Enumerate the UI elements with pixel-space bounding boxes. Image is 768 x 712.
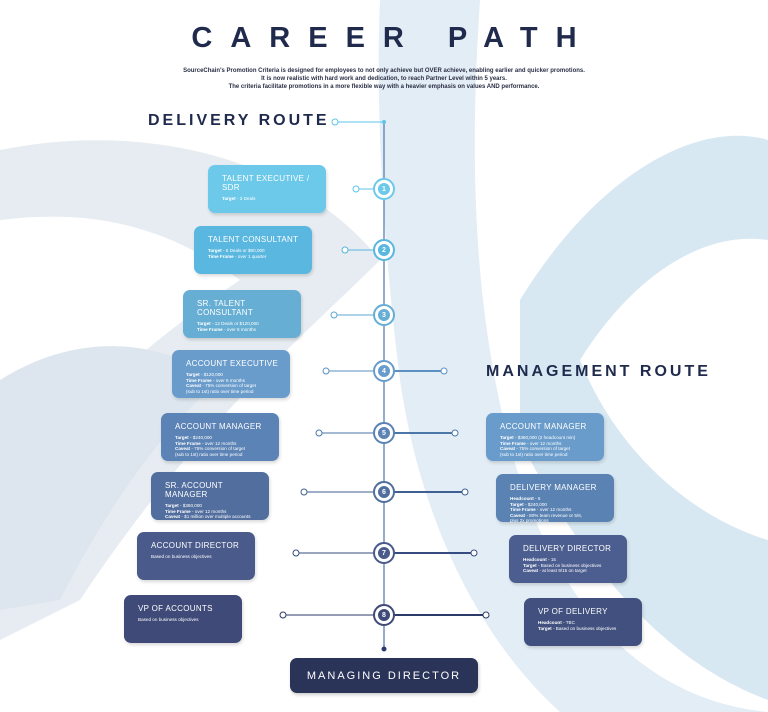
step-number: 5 xyxy=(377,426,391,440)
step-node-6: 6 xyxy=(373,481,395,503)
top-connector-dot xyxy=(331,118,339,126)
card-detail-line: Based on business objectives xyxy=(151,554,212,559)
branch-left-dot-6 xyxy=(300,488,308,496)
delivery-card-1: TALENT EXECUTIVE / SDR Target - 3 Deals xyxy=(208,165,326,213)
branch-left-dot-3 xyxy=(330,311,338,319)
card-detail-line: Time Frame - over 12 months xyxy=(500,440,562,446)
branch-left-dot-2 xyxy=(341,246,349,254)
card-detail-line: Caveat - 75% conversion of target xyxy=(500,446,570,452)
card-detail-line: (sub to 1st) ratio over time period xyxy=(500,451,568,457)
intro-line-3: The criteria facilitate promotions in a … xyxy=(228,84,540,90)
step-number: 1 xyxy=(377,182,391,196)
intro-line-2: It is now realistic with hard work and d… xyxy=(261,76,507,82)
card-detail-line: Target - 6 Deals or $60,000 xyxy=(208,248,265,253)
branch-right-dot-5 xyxy=(451,429,459,437)
card-detail-line: Time Frame - over 6 months xyxy=(186,377,245,383)
spine-bottom-dot xyxy=(381,646,387,652)
branch-left-dot-8 xyxy=(279,611,287,619)
card-detail-line: Caveat - 80% team revenue or 5/6, xyxy=(510,512,583,518)
management-route-label: MANAGEMENT ROUTE xyxy=(486,363,711,380)
branch-right-dot-8 xyxy=(482,611,490,619)
card-detail-line: (sub to 1st) ratio over time period xyxy=(175,451,243,457)
page-title: CAREER PATH xyxy=(191,22,595,54)
delivery-card-2: TALENT CONSULTANT Target - 6 Deals or $60… xyxy=(194,226,312,274)
branch-left-dot-1 xyxy=(352,185,360,193)
step-number: 2 xyxy=(377,243,391,257)
branch-left-dot-5 xyxy=(315,429,323,437)
card-detail-line: Target - Based on business objectives xyxy=(538,625,617,631)
step-node-4: 4 xyxy=(373,360,395,382)
step-node-2: 2 xyxy=(373,239,395,261)
step-number: 8 xyxy=(377,608,391,622)
management-card-1: ACCOUNT MANAGER Target - $360,000 (2 head… xyxy=(486,413,604,461)
card-detail-line: Headcount - 6 xyxy=(510,496,541,501)
card-detail-line: Target - Based on business objectives xyxy=(523,562,602,568)
delivery-card-7: ACCOUNT DIRECTOR Based on business object… xyxy=(137,532,255,580)
card-detail-line: Caveat - $1 million over multiple accoun… xyxy=(165,514,251,520)
delivery-route-label: DELIVERY ROUTE xyxy=(148,112,330,129)
card-detail-line: Target - $360,000 (2 headcount min) xyxy=(500,435,576,440)
card-detail-line: Time Frame - over 12 months xyxy=(510,507,572,513)
delivery-card-8: VP OF ACCOUNTS Based on business objectiv… xyxy=(124,595,242,643)
step-node-7: 7 xyxy=(373,542,395,564)
branch-right-dot-6 xyxy=(461,488,469,496)
card-title: SR. ACCOUNT MANAGER xyxy=(165,481,223,499)
card-title: ACCOUNT EXECUTIVE xyxy=(186,359,279,368)
card-title: ACCOUNT DIRECTOR xyxy=(151,541,240,550)
card-title: TALENT EXECUTIVE / SDR xyxy=(222,174,310,192)
card-title: ACCOUNT MANAGER xyxy=(175,422,262,431)
branch-left-dot-7 xyxy=(292,549,300,557)
branch-left-dot-4 xyxy=(322,367,330,375)
card-title: DELIVERY DIRECTOR xyxy=(523,544,612,553)
card-detail-line: Caveat - 75% conversion of target xyxy=(186,383,256,389)
card-detail-line: Caveat - at least 9/15 on target xyxy=(523,568,587,574)
card-detail-line: Target - 12 Deals or $120,000 xyxy=(197,321,259,326)
card-detail-line: Target - $240,000 xyxy=(510,501,547,507)
step-node-5: 5 xyxy=(373,422,395,444)
card-title: VP OF ACCOUNTS xyxy=(138,604,213,613)
card-detail-line: Time Frame - over 12 months xyxy=(175,440,237,446)
managing-director-box: MANAGING DIRECTOR xyxy=(290,658,478,693)
card-title: ACCOUNT MANAGER xyxy=(500,422,587,431)
delivery-card-3: SR. TALENT CONSULTANT Target - 12 Deals o… xyxy=(183,290,301,338)
card-detail-line: Based on business objectives xyxy=(138,617,199,622)
step-number: 3 xyxy=(377,308,391,322)
card-detail-line: Target - $120,000 xyxy=(186,372,223,377)
card-detail-line: Headcount - TBC xyxy=(538,620,575,625)
step-node-3: 3 xyxy=(373,304,395,326)
intro-line-1: SourceChain's Promotion Criteria is desi… xyxy=(183,68,585,74)
branch-right-dot-7 xyxy=(470,549,478,557)
card-detail-line: Time Frame - over 6 months xyxy=(197,326,256,332)
card-detail-line: (sub to 1st) ratio over time period xyxy=(186,388,254,394)
card-detail-line: Target - $240,000 xyxy=(175,435,212,440)
card-title: VP OF DELIVERY xyxy=(538,607,608,616)
step-number: 6 xyxy=(377,485,391,499)
spine-top-dot xyxy=(382,120,386,124)
card-detail-line: Time Frame - over 12 months xyxy=(165,508,227,514)
step-node-8: 8 xyxy=(373,604,395,626)
card-detail-line: Time Frame - over 1 quarter xyxy=(208,253,267,259)
card-title: DELIVERY MANAGER xyxy=(510,483,597,492)
step-node-1: 1 xyxy=(373,178,395,200)
step-number: 4 xyxy=(377,364,391,378)
card-title: TALENT CONSULTANT xyxy=(208,235,299,244)
card-detail-line: Target - $360,000 xyxy=(165,503,202,508)
branch-right-dot-4 xyxy=(440,367,448,375)
card-detail-line: plus 2x promotions xyxy=(510,518,549,524)
card-detail-line: Caveat - 75% conversion of target xyxy=(175,446,245,452)
card-detail-line: Target - 3 Deals xyxy=(222,196,256,201)
card-detail-line: Headcount - 15 xyxy=(523,557,556,562)
card-title: SR. TALENT CONSULTANT xyxy=(197,299,254,317)
step-number: 7 xyxy=(377,546,391,560)
